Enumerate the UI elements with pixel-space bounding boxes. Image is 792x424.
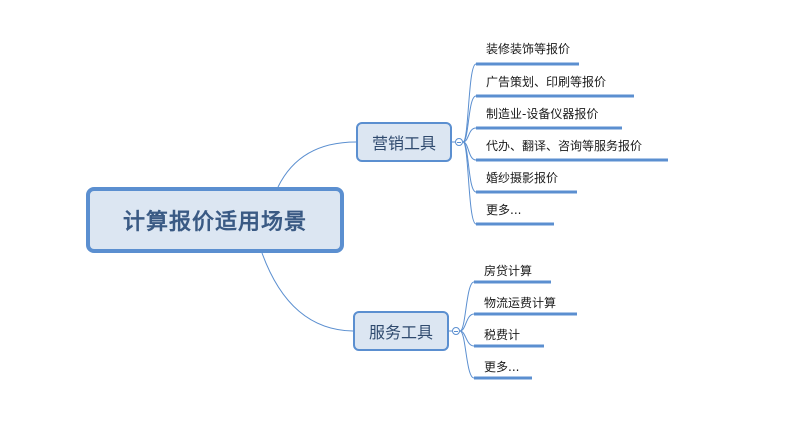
leaf-connector bbox=[462, 127, 477, 143]
leaf-connector bbox=[462, 141, 477, 193]
leaf-connector bbox=[459, 281, 475, 332]
leaf-node[interactable]: 税费计 bbox=[484, 328, 521, 342]
leaf-node[interactable]: 物流运费计算 bbox=[484, 296, 557, 310]
branch-node-marketing-tools[interactable]: 营销工具 bbox=[356, 122, 452, 162]
branch-label: 服务工具 bbox=[368, 323, 433, 342]
leaf-node[interactable]: 更多... bbox=[486, 203, 522, 217]
leaf-node[interactable]: 装修装饰等报价 bbox=[486, 42, 571, 56]
branch-node-service-tools[interactable]: 服务工具 bbox=[353, 311, 449, 351]
collapse-toggle-icon[interactable] bbox=[455, 138, 463, 146]
leaf-connector bbox=[459, 313, 475, 332]
leaf-connector bbox=[462, 95, 477, 143]
leaf-node[interactable]: 房贷计算 bbox=[484, 264, 533, 278]
leaf-connector bbox=[462, 141, 477, 225]
leaf-connector bbox=[462, 63, 477, 143]
leaf-connector bbox=[459, 330, 475, 379]
link-root-service bbox=[261, 252, 354, 332]
leaf-node[interactable]: 婚纱摄影报价 bbox=[486, 171, 559, 185]
collapse-toggle-icon[interactable] bbox=[452, 327, 460, 335]
root-label: 计算报价适用场景 bbox=[122, 210, 307, 235]
branch-label: 营销工具 bbox=[371, 134, 436, 153]
leaf-node[interactable]: 制造业-设备仪器报价 bbox=[486, 107, 599, 121]
leaf-node[interactable]: 更多... bbox=[484, 360, 520, 374]
root-node[interactable]: 计算报价适用场景 bbox=[86, 187, 344, 253]
leaf-node[interactable]: 代办、翻译、咨询等服务报价 bbox=[486, 139, 643, 153]
leaf-node[interactable]: 广告策划、印刷等报价 bbox=[486, 75, 607, 89]
link-root-marketing bbox=[277, 141, 357, 188]
